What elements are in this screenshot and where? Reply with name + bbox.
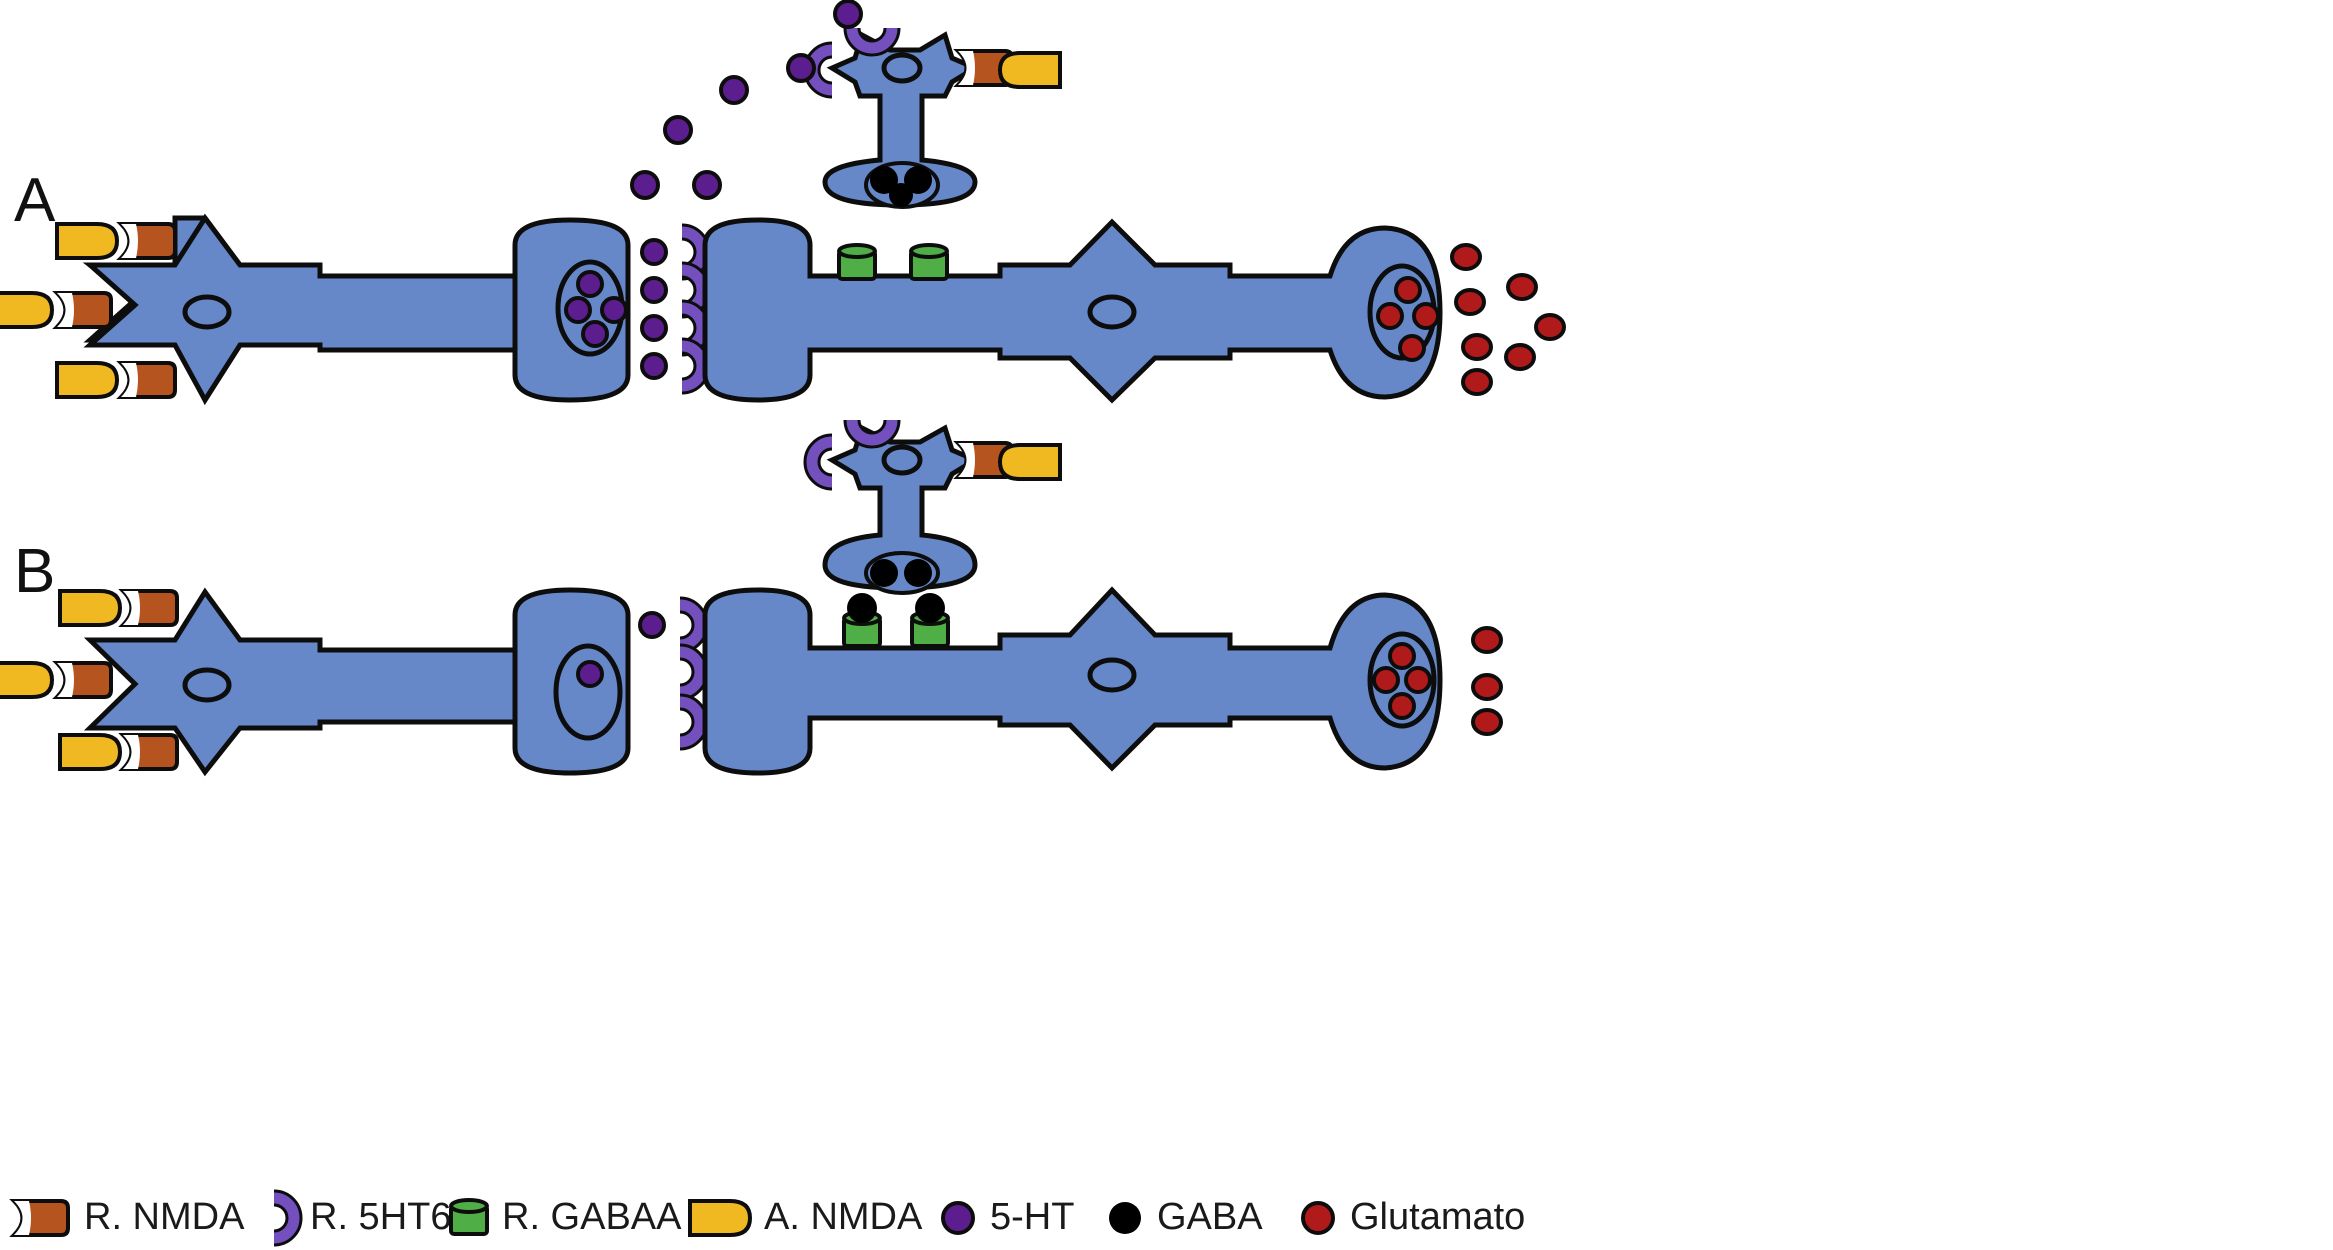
released-glutamate-a [1450, 243, 1566, 396]
gabaa-receptor-icon [449, 1197, 489, 1236]
gaba-bound-b [847, 593, 945, 623]
interneuron-a [822, 31, 981, 208]
gaba-in-terminal-b [870, 559, 932, 587]
nucleus-1-b [182, 667, 232, 703]
glutamate-in-vesicle-b [1372, 642, 1432, 720]
cleft-serotonin-b [638, 611, 666, 639]
serotonin-icon [941, 1200, 975, 1235]
glutamate-icon [1301, 1200, 1335, 1235]
nucleus-2-b [1087, 657, 1137, 693]
gaba-in-terminal-a [870, 166, 932, 207]
postsynaptic-neuron-b [702, 586, 1443, 776]
cleft-serotonin-a [640, 238, 668, 380]
legend-label: Glutamato [1350, 1196, 1526, 1238]
legend-item-serotonin: 5-HT [938, 1185, 1074, 1250]
legend-label: R. GABAA [502, 1196, 682, 1238]
nmda-antagonist-icon [688, 1198, 752, 1237]
gaba-icon [1109, 1201, 1141, 1234]
panel-b [0, 420, 1503, 777]
vesicle-b [553, 643, 623, 741]
nmda-receptor-icon [12, 1198, 70, 1237]
legend-item-glutamate: Glutamato [1298, 1185, 1525, 1250]
legend-label: GABA [1157, 1196, 1263, 1238]
legend: R. NMDA R. 5HT6 R. GABAA A. NMDA 5-HT GA… [0, 1185, 2333, 1250]
legend-item-nmda-antagonist: A. NMDA [688, 1185, 922, 1250]
legend-label: 5-HT [990, 1196, 1075, 1238]
legend-item-nmda-receptor: R. NMDA [10, 1185, 244, 1250]
panel-label-b: B [14, 537, 56, 606]
interneuron-b [822, 424, 981, 591]
legend-label: A. NMDA [764, 1196, 923, 1238]
legend-item-gaba: GABA [1105, 1185, 1263, 1250]
legend-label: R. 5HT6 [310, 1196, 452, 1238]
glutamate-in-vesicle-a [1376, 276, 1440, 362]
5ht6-receptor-icon [258, 1194, 298, 1242]
nucleus-1-a [182, 294, 232, 330]
legend-item-5ht6-receptor: R. 5HT6 [258, 1185, 451, 1250]
floating-serotonin-a [630, 0, 863, 200]
panel-label-a: A [14, 166, 56, 235]
glutamate-vesicle-b [1367, 631, 1437, 729]
nucleus-2-a [1087, 294, 1137, 330]
released-glutamate-b [1471, 626, 1503, 736]
legend-label: R. NMDA [84, 1196, 245, 1238]
serotonin-in-vesicle-a [564, 270, 628, 348]
postsynaptic-neuron-a [702, 217, 1443, 404]
interneuron-nucleus-b [881, 444, 923, 476]
interneuron-nucleus-a [881, 52, 923, 84]
panel-a [0, 0, 1566, 406]
legend-item-gabaa-receptor: R. GABAA [448, 1185, 682, 1250]
